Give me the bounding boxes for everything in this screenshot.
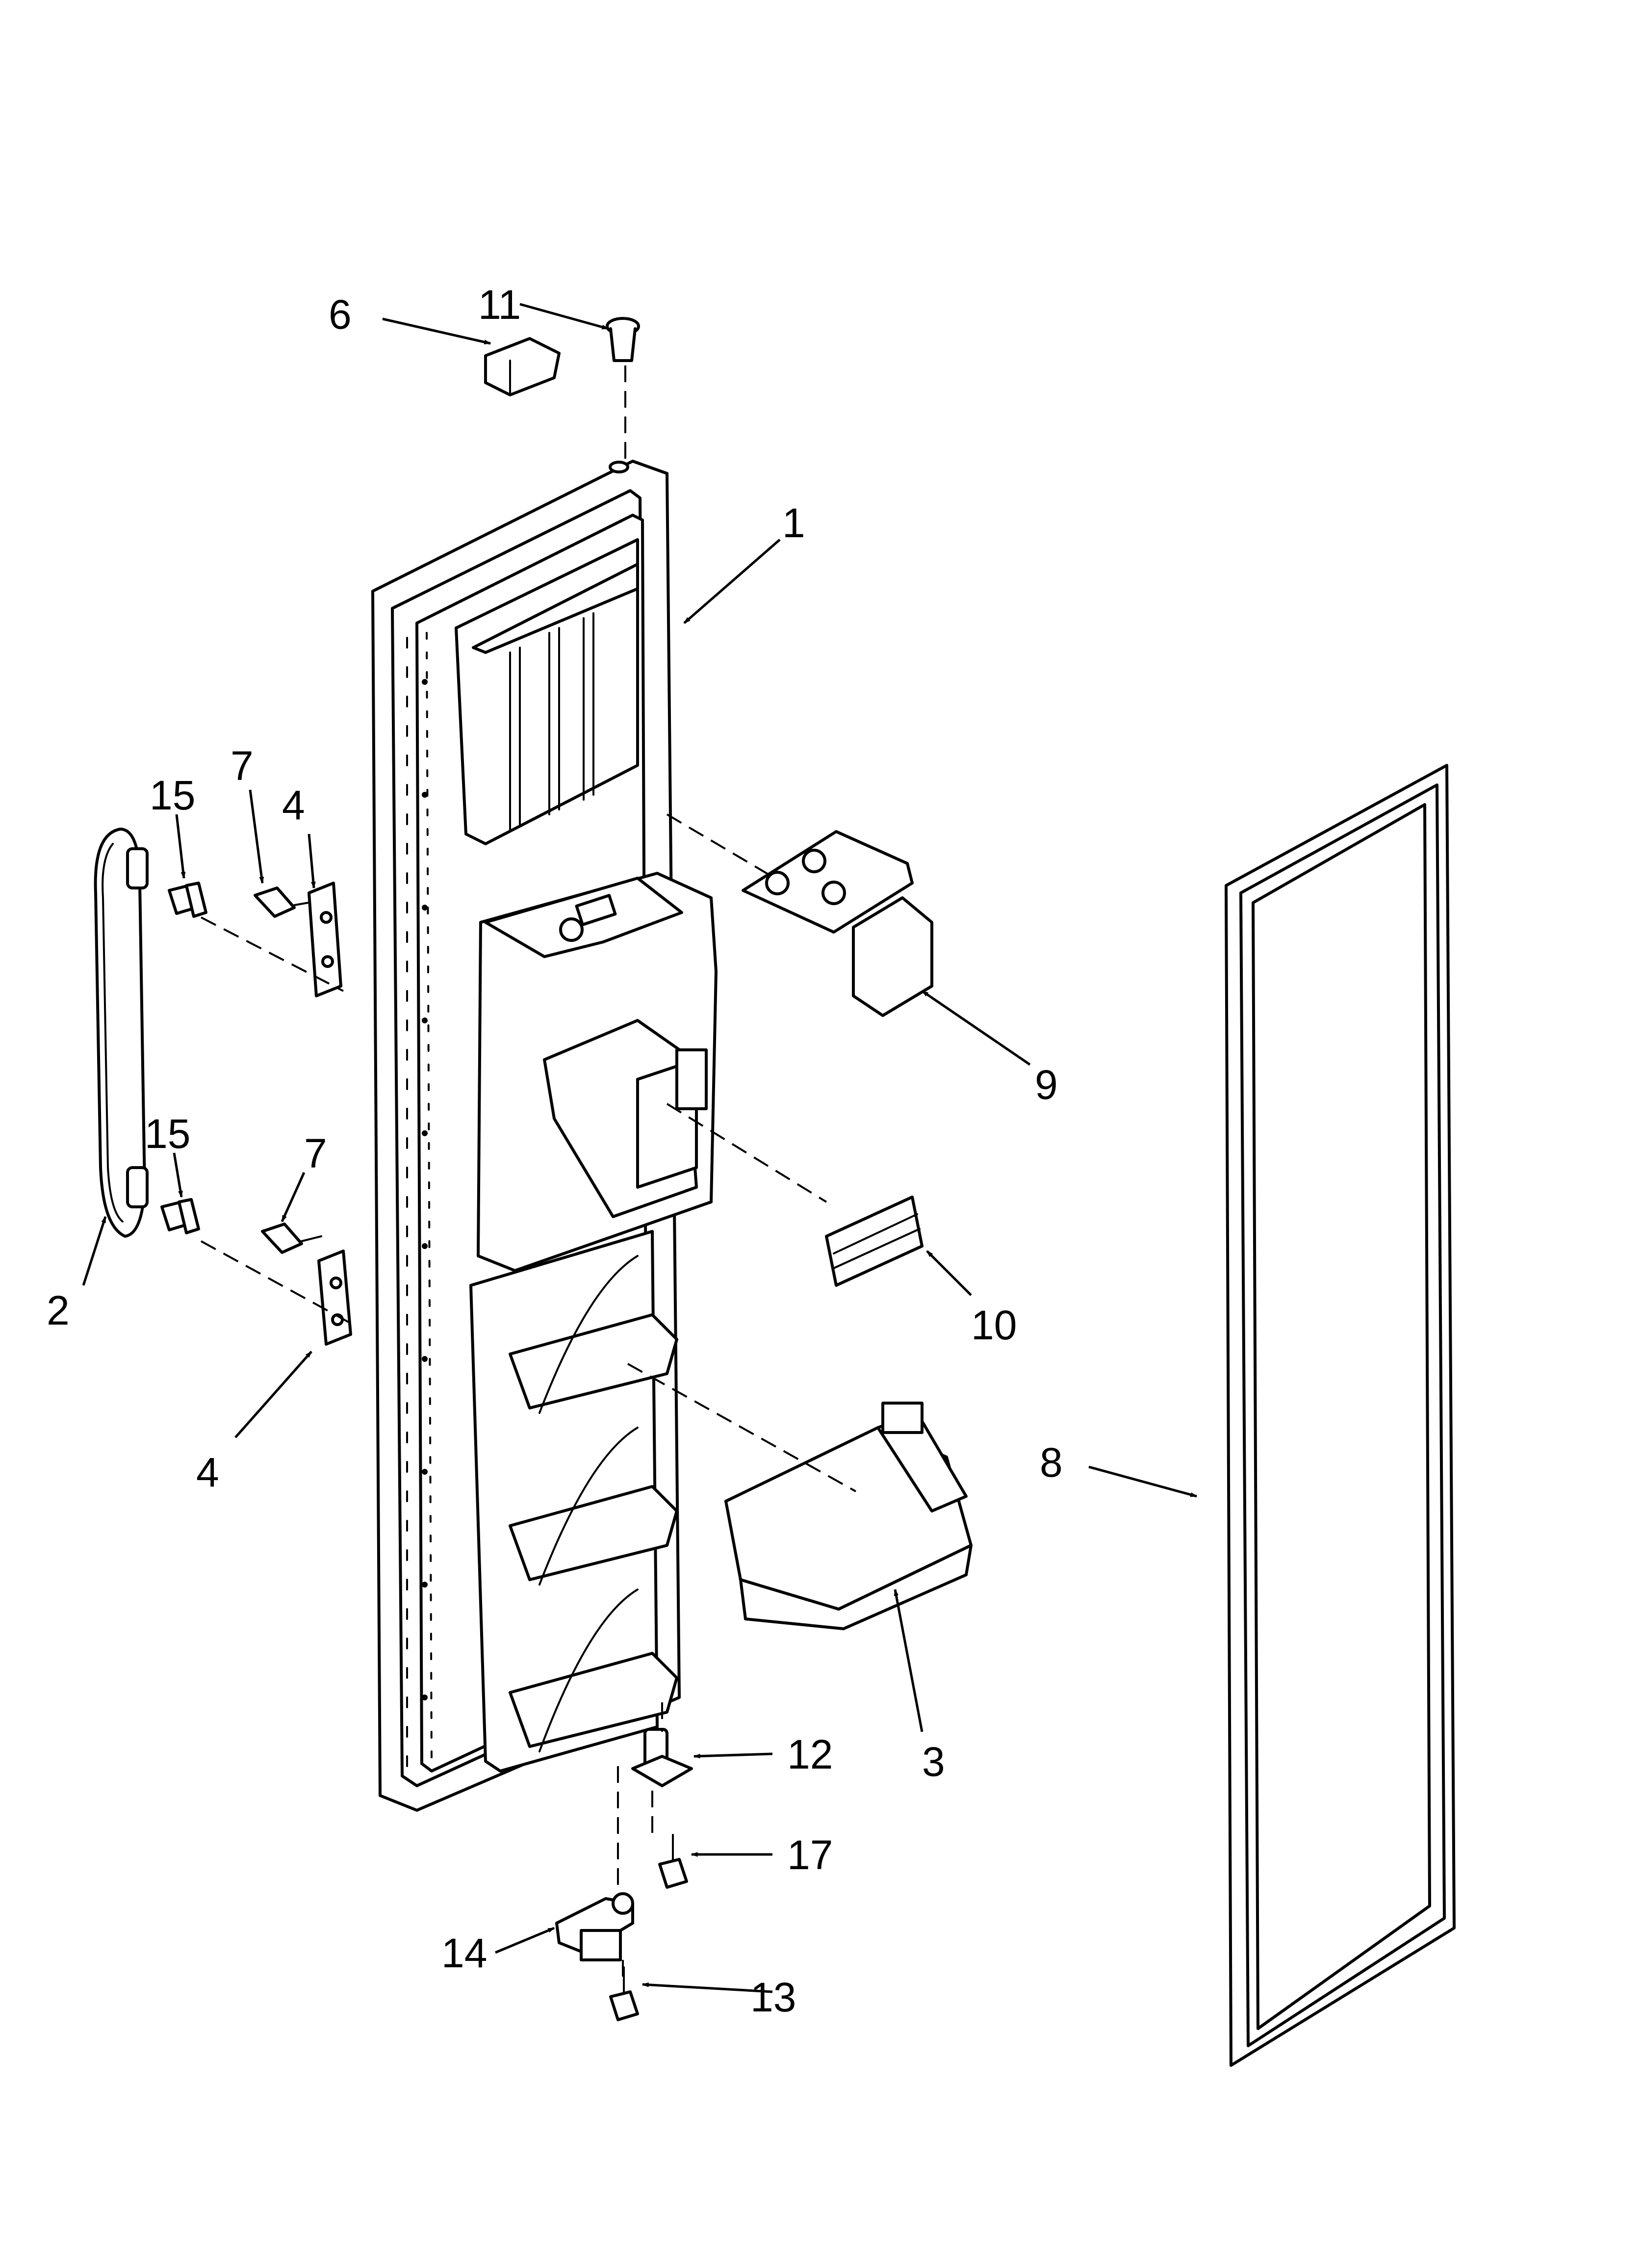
part-14-hinge — [555, 1892, 634, 1961]
callout-3: 3 — [922, 1739, 945, 1785]
part-6-part — [484, 337, 561, 396]
part-7-screw-lower — [261, 1223, 322, 1254]
callout-labels: 1 2 3 4 4 6 7 7 8 9 10 11 12 13 14 15 15… — [47, 282, 1063, 2020]
callout-6: 6 — [329, 291, 352, 338]
callout-4-upper: 4 — [282, 782, 305, 828]
part-17-screw — [658, 1834, 688, 1889]
callout-10: 10 — [971, 1302, 1017, 1348]
alignment-lines — [201, 365, 856, 1982]
callout-8: 8 — [1040, 1439, 1063, 1486]
callout-12: 12 — [787, 1731, 833, 1777]
part-7-screw-upper — [254, 886, 315, 918]
part-15-screw-upper — [168, 882, 207, 918]
part-12-hinge-pin — [631, 1728, 693, 1787]
callout-13: 13 — [750, 1974, 796, 2020]
part-2-handle — [94, 828, 149, 1238]
callout-17: 17 — [787, 1832, 833, 1878]
callout-7-upper: 7 — [231, 743, 254, 789]
callout-9: 9 — [1035, 1062, 1058, 1108]
part-4-bracket-lower — [317, 1250, 352, 1346]
part-8-gasket — [1225, 764, 1456, 2067]
callout-15-upper: 15 — [150, 772, 195, 818]
part-15-screw-lower — [160, 1198, 200, 1234]
door-upper-liner — [455, 538, 639, 845]
callout-4-lower: 4 — [196, 1449, 219, 1495]
callout-15-lower: 15 — [145, 1111, 190, 1157]
callout-7-lower: 7 — [304, 1130, 327, 1176]
callout-11: 11 — [478, 282, 521, 328]
part-11-cap — [606, 317, 640, 362]
part-4-bracket-upper — [308, 882, 342, 997]
door-shelf-area — [469, 1230, 678, 1773]
callout-2: 2 — [47, 1287, 70, 1333]
callout-1: 1 — [782, 500, 805, 546]
part-10-bracket — [825, 1196, 924, 1287]
part-3-door-bin — [724, 1402, 973, 1630]
dispenser-housing — [477, 872, 718, 1272]
part-9-cover — [742, 830, 933, 1017]
part-13-screw — [609, 1966, 639, 2021]
leader-lines — [82, 303, 1198, 1993]
callout-14: 14 — [441, 1930, 487, 1976]
